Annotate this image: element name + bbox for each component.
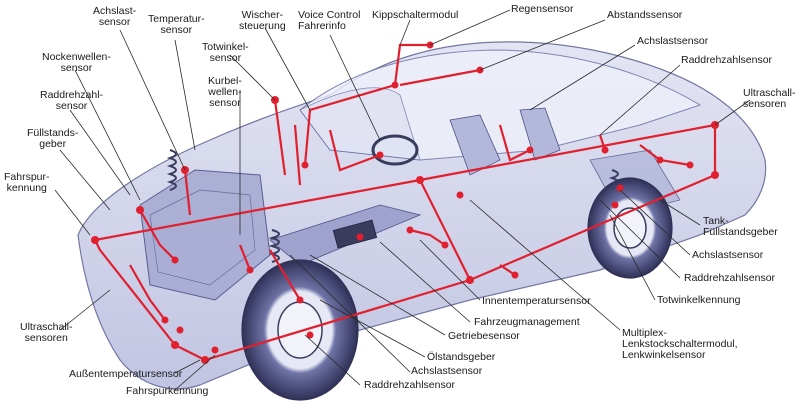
label-fahrzeugmanagement: Fahrzeugmanagement <box>474 316 580 328</box>
leader-lines <box>54 9 751 391</box>
label-aussentemperatursensor: Außentemperatursensor <box>69 368 183 380</box>
label-fuellstandsgeber: Füllstands- geber <box>27 127 79 150</box>
windshield <box>299 87 421 161</box>
label-kurbelwellensensor: Kurbel- wellen- sensor <box>208 75 242 109</box>
label-wischersteuerung: Wischer- steuerung <box>239 9 286 32</box>
label-kippschaltermodul: Kippschaltermodul <box>372 9 459 21</box>
label-raddrehzahlsensor-right-low: Raddrehzahlsensor <box>684 272 776 284</box>
front-spring <box>166 149 280 263</box>
label-abstandssensor: Abstandssensor <box>607 9 683 21</box>
label-getriebesensor: Getriebesensor <box>448 330 520 342</box>
label-regensensor: Regensensor <box>511 3 574 15</box>
label-temperatursensor: Temperatur- sensor <box>148 13 205 36</box>
label-raddrehzahlsensor-left: Raddrehzahl- sensor <box>40 89 104 112</box>
label-oelstandsgeber: Ölstandsgeber <box>427 351 496 363</box>
label-achslastsensor-right: Achslastsensor <box>637 35 709 47</box>
seats <box>449 107 561 176</box>
label-ultraschallsensoren-right: Ultraschall- sensoren <box>743 87 796 110</box>
engine-block <box>139 169 271 301</box>
label-achslastsensor-right-low: Achslastsensor <box>692 249 764 261</box>
label-achslastsensor-bottom: Achslastsensor <box>411 365 483 377</box>
label-voice-control: Voice Control Fahrerinfo <box>298 9 361 32</box>
label-ultraschallsensoren-left: Ultraschall- sensoren <box>20 321 73 344</box>
label-nockenwellensensor: Nockenwellen- sensor <box>42 51 111 74</box>
label-raddrehzahlsensor-right-top: Raddrehzahlsensor <box>681 54 773 66</box>
control-unit-box <box>332 219 378 249</box>
label-multiplex: Multiplex- Lenkstockschaltermodul, Lenkw… <box>622 327 738 361</box>
label-fahrspurkennung-bottom: Fahrspurkennung <box>126 385 209 397</box>
label-fahrspurkennung-left: Fahrspur- kennung <box>4 171 50 194</box>
steering-wheel <box>371 134 419 166</box>
label-tank-fuellstandsgeber: Tank- Füllstandsgeber <box>703 215 778 238</box>
label-achslastsensor-top: Achslast- sensor <box>93 5 137 28</box>
label-raddrehzahlsensor-bottom: Raddrehzahlsensor <box>364 379 456 391</box>
label-innentemperatursensor: Innentemperatursensor <box>482 295 591 307</box>
label-totwinkelkennung: Totwinkelkennung <box>657 294 741 306</box>
label-totwinkelsensor: Totwinkel- sensor <box>202 41 249 64</box>
